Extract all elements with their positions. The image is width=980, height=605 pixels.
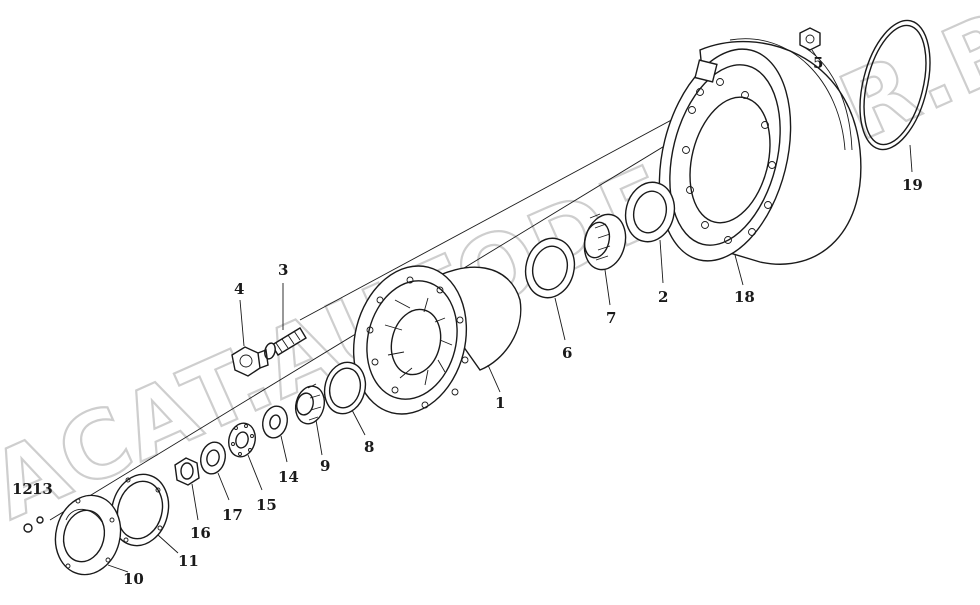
part-14-washer xyxy=(262,405,288,439)
callout-2: 2 xyxy=(658,288,668,306)
callout-14: 14 xyxy=(278,468,299,486)
callout-7: 7 xyxy=(606,309,616,327)
part-18-brake-drum xyxy=(658,38,862,265)
part-11-gasket xyxy=(110,473,170,547)
callout-12: 12 xyxy=(12,480,33,498)
callout-17: 17 xyxy=(222,506,243,524)
part-3-stud xyxy=(264,327,307,360)
part-9-inner-bearing xyxy=(294,383,326,425)
callout-1: 1 xyxy=(495,394,505,412)
part-10-hub-cap xyxy=(54,494,122,576)
callout-3: 3 xyxy=(278,261,288,279)
callout-18: 18 xyxy=(734,288,755,306)
callout-9: 9 xyxy=(320,457,330,475)
part-1-hub xyxy=(352,265,522,415)
part-19-ring xyxy=(859,19,931,151)
part-6-race xyxy=(524,237,576,299)
leader-lines xyxy=(107,49,913,573)
part-17-washer xyxy=(200,441,226,475)
callout-5: 5 xyxy=(813,54,823,72)
part-15-lock-plate xyxy=(228,422,256,458)
part-16-axle-nut xyxy=(174,457,200,486)
part-5-nut xyxy=(799,27,821,51)
callout-16: 16 xyxy=(190,524,211,542)
callout-4: 4 xyxy=(234,280,244,298)
callout-labels: 1 2 3 4 5 6 7 8 9 10 11 12 13 14 15 16 1… xyxy=(12,54,923,588)
callout-13: 13 xyxy=(32,480,53,498)
callout-8: 8 xyxy=(364,438,374,456)
part-2-seal xyxy=(624,181,676,243)
callout-19: 19 xyxy=(902,176,923,194)
part-7-bearing xyxy=(583,213,627,271)
callout-6: 6 xyxy=(562,344,572,362)
callout-15: 15 xyxy=(256,496,277,514)
callout-11: 11 xyxy=(178,552,199,570)
part-12-13-bolt xyxy=(23,516,44,533)
part-8-snap-ring xyxy=(323,361,367,415)
part-4-wheel-nut xyxy=(231,346,269,377)
callout-10: 10 xyxy=(123,570,144,588)
